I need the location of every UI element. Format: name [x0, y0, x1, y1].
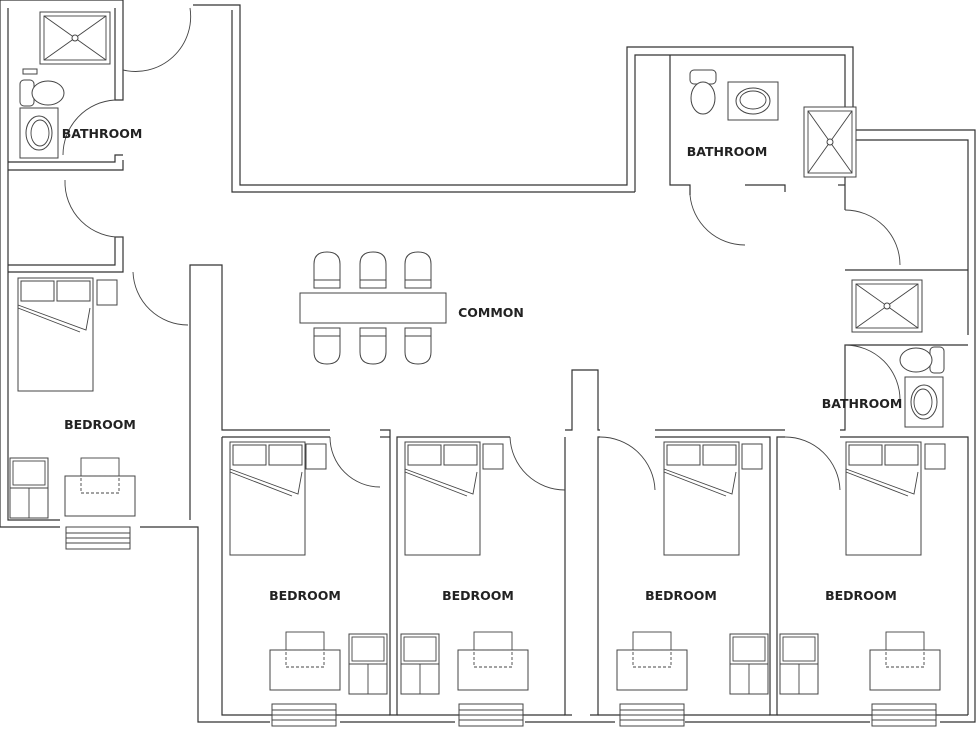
- furniture-bathroom-top-right: [689, 69, 857, 178]
- label-common: COMMON: [458, 305, 524, 320]
- label-bedroom-left: BEDROOM: [64, 417, 136, 432]
- label-bathroom-top-right: BATHROOM: [687, 144, 768, 159]
- furniture-bedroom-4: [779, 441, 946, 727]
- label-bedroom-4: BEDROOM: [825, 588, 897, 603]
- furniture-bedroom-3: [616, 441, 769, 727]
- furniture-bedroom-left: [9, 277, 136, 550]
- label-bedroom-3: BEDROOM: [645, 588, 717, 603]
- label-bathroom-top-left: BATHROOM: [62, 126, 143, 141]
- label-bathroom-right: BATHROOM: [822, 396, 903, 411]
- furniture-bedroom-2: [400, 441, 529, 727]
- common-dining-set: [299, 251, 447, 365]
- label-bedroom-2: BEDROOM: [442, 588, 514, 603]
- furniture-bathroom-top-left: [19, 11, 111, 159]
- label-bedroom-1: BEDROOM: [269, 588, 341, 603]
